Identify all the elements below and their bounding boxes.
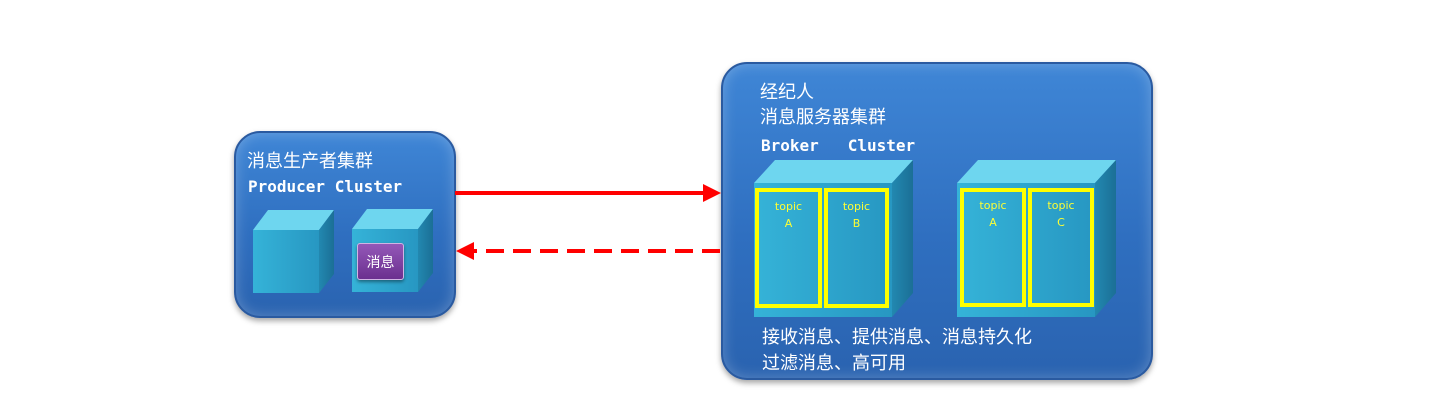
broker-server-cube-1 <box>754 160 913 317</box>
producer-title-en: Producer Cluster <box>248 177 403 196</box>
topic-label-1: topic A <box>757 198 820 232</box>
topic-box-a-2 <box>960 188 1026 307</box>
response-arrow-dashed <box>456 242 720 260</box>
topic-label-2-word: topic <box>842 200 871 213</box>
topic-label-4: topic C <box>1030 197 1092 231</box>
producer-title-cn: 消息生产者集群 <box>247 151 373 172</box>
broker-title-line2: 消息服务器集群 <box>760 107 886 128</box>
broker-title-line1: 经纪人 <box>760 82 814 103</box>
topic-box-c <box>1028 188 1094 307</box>
message-box-label: 消息 <box>366 254 395 271</box>
topic-label-1-word: topic <box>774 200 803 213</box>
topic-label-1-letter: A <box>784 217 793 230</box>
topic-label-3-word: topic <box>979 199 1007 212</box>
topic-label-3-letter: A <box>989 216 997 229</box>
message-box: 消息 <box>357 243 404 280</box>
topic-box-b <box>824 188 889 308</box>
topic-label-4-letter: C <box>1057 216 1065 229</box>
topic-box-a-1 <box>755 188 822 308</box>
producer-server-cube-1 <box>253 210 334 293</box>
produce-arrow <box>455 184 721 202</box>
broker-desc-line1: 接收消息、提供消息、消息持久化 <box>762 327 1032 348</box>
topic-label-3: topic A <box>962 197 1024 231</box>
broker-desc-line2: 过滤消息、高可用 <box>762 353 906 374</box>
topic-label-4-word: topic <box>1047 199 1075 212</box>
topic-label-2-letter: B <box>852 217 861 230</box>
broker-title-en: Broker Cluster <box>761 136 916 155</box>
topic-label-2: topic B <box>826 198 887 232</box>
